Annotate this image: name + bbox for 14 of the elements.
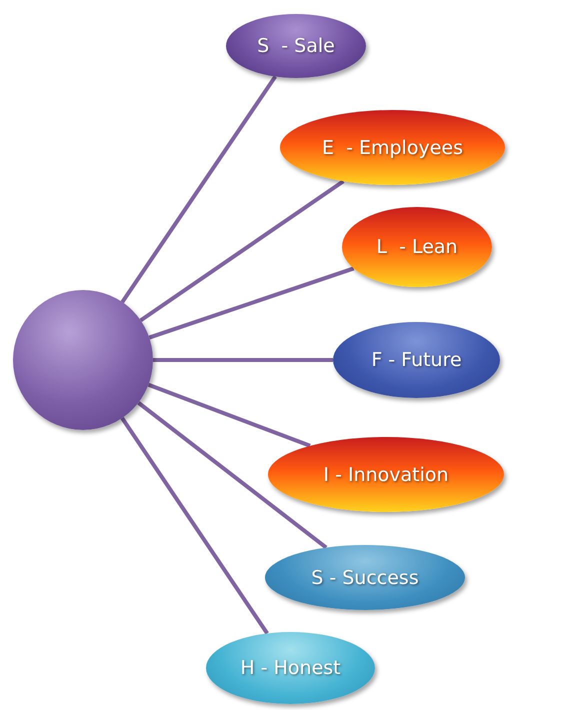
node-label: I - Innovation (323, 464, 449, 486)
connector-line (153, 358, 333, 362)
node-label: S - Sale (257, 35, 335, 57)
node-label: F - Future (371, 349, 462, 371)
connector-line (148, 266, 354, 340)
connector-line (137, 401, 328, 550)
node-label: S - Success (311, 566, 419, 588)
connector-line (120, 75, 277, 304)
connector-line (140, 180, 344, 322)
connector-line (120, 416, 269, 635)
node-label: H - Honest (240, 657, 341, 679)
node-label: L - Lean (376, 236, 458, 258)
node-label: E - Employees (322, 136, 463, 158)
connector-line (148, 382, 311, 448)
